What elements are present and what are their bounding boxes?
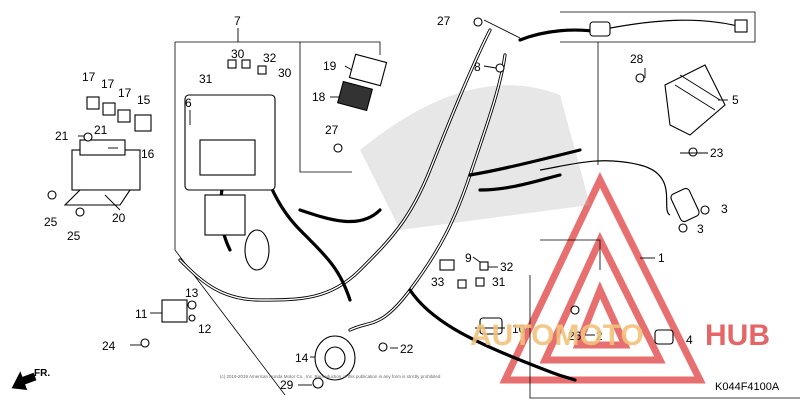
callout-9: 9 bbox=[465, 251, 472, 265]
callout-16: 16 bbox=[141, 147, 155, 161]
watermark-brand: AUTOMOTO HUB bbox=[470, 319, 770, 352]
callout-13: 13 bbox=[185, 286, 199, 300]
copyright-text: (c) 2019-2019 American Honda Motor Co., … bbox=[220, 374, 441, 379]
callout-31: 31 bbox=[492, 275, 506, 289]
frame-lines bbox=[174, 11, 800, 399]
callout-21: 21 bbox=[94, 123, 108, 137]
callout-25: 25 bbox=[44, 215, 58, 229]
callout-6: 6 bbox=[185, 96, 192, 110]
callout-27: 27 bbox=[437, 14, 451, 28]
callout-28: 28 bbox=[630, 52, 644, 66]
callout-17: 17 bbox=[101, 77, 115, 91]
part-bolts bbox=[47, 17, 710, 389]
callout-15: 15 bbox=[137, 93, 151, 107]
callout-25: 25 bbox=[67, 229, 81, 243]
callout-17: 17 bbox=[82, 70, 96, 84]
callout-31: 31 bbox=[199, 72, 213, 86]
callout-18: 18 bbox=[312, 90, 326, 104]
watermark-brand-left: AUTOMOTO bbox=[470, 319, 644, 352]
callout-27: 27 bbox=[325, 123, 339, 137]
part-sensors bbox=[479, 19, 748, 345]
callout-21: 21 bbox=[55, 129, 69, 143]
part-fuse-box bbox=[184, 94, 276, 271]
callout-2: 2 bbox=[596, 329, 603, 343]
callout-30: 30 bbox=[231, 47, 245, 61]
main-wire-harness bbox=[178, 19, 746, 382]
callout-24: 24 bbox=[102, 339, 116, 353]
callout-23: 23 bbox=[710, 146, 724, 160]
part-horn bbox=[314, 335, 356, 381]
callout-30: 30 bbox=[278, 66, 292, 80]
callout-33: 33 bbox=[431, 275, 445, 289]
callout-4: 4 bbox=[686, 333, 693, 347]
callout-7: 7 bbox=[234, 14, 241, 28]
watermark-triangles bbox=[499, 172, 706, 384]
callout-11: 11 bbox=[135, 307, 148, 321]
part-solenoid bbox=[161, 299, 197, 323]
fr-direction-arrow: FR. bbox=[11, 368, 50, 391]
callout-22: 22 bbox=[400, 342, 414, 356]
watermark-brand-right: HUB bbox=[705, 319, 770, 352]
diagram-code: K044F4100A bbox=[715, 381, 780, 393]
callout-1: 1 bbox=[658, 251, 665, 265]
callout-12: 12 bbox=[198, 322, 212, 336]
callout-17: 17 bbox=[118, 86, 132, 100]
callout-8: 8 bbox=[474, 60, 481, 74]
part-relay-bracket bbox=[63, 139, 141, 206]
part-small-fuses bbox=[227, 59, 489, 289]
callout-32: 32 bbox=[263, 51, 277, 65]
svg-text:HONDA: HONDA bbox=[395, 197, 483, 224]
callout-32: 32 bbox=[500, 260, 514, 274]
part-regulator-rectifier bbox=[664, 64, 726, 136]
callout-20: 20 bbox=[112, 211, 126, 225]
callout-19: 19 bbox=[323, 59, 337, 73]
callout-14: 14 bbox=[295, 351, 309, 365]
fr-label: FR. bbox=[34, 368, 50, 379]
callout-5: 5 bbox=[732, 93, 739, 107]
part-relays bbox=[86, 53, 388, 132]
callout-3: 3 bbox=[697, 222, 704, 236]
callout-26: 26 bbox=[568, 329, 582, 343]
callout-10: 10 bbox=[512, 322, 526, 336]
callout-numbers: 27 7 8 30 32 31 30 28 5 19 17 17 17 15 6… bbox=[44, 14, 739, 392]
callout-3: 3 bbox=[721, 202, 728, 216]
callout-29: 29 bbox=[280, 378, 294, 392]
leader-lines bbox=[78, 19, 728, 386]
